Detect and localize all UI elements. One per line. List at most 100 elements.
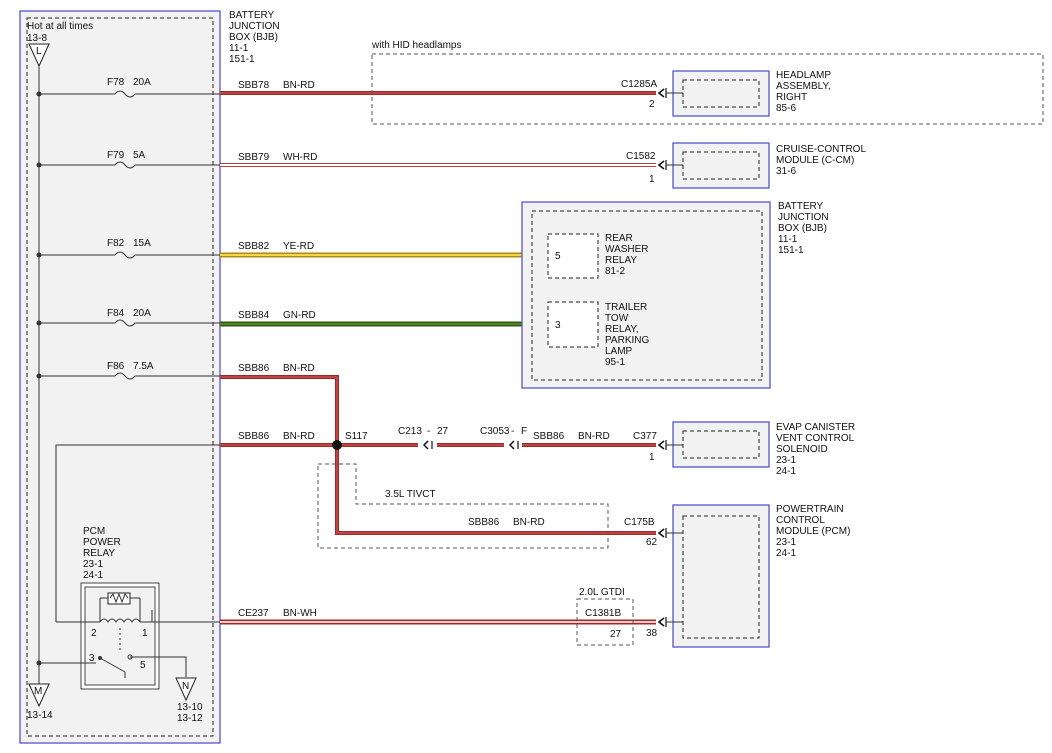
relay-pin-1: 1 xyxy=(142,628,148,639)
wire-sbb84: SBB84 GN-RD xyxy=(220,310,548,327)
pcm-relay-title-3: RELAY xyxy=(83,548,115,559)
wire-sbb78: SBB78 BN-RD xyxy=(220,80,656,95)
wire-sbb86-b-circuit: SBB86 xyxy=(238,431,270,442)
pcm-title-1: POWERTRAIN xyxy=(776,504,844,515)
fuse-f79: F79 5A xyxy=(39,150,220,169)
wire-sbb86-b-color: BN-RD xyxy=(283,431,315,442)
fuse-f82-rating: 15A xyxy=(133,238,151,249)
wire-sbb86-c-color: BN-RD xyxy=(578,431,610,442)
fuse-f86: F86 7.5A xyxy=(39,361,220,380)
fuse-f86-rating: 7.5A xyxy=(133,361,154,372)
c213-name: C213 xyxy=(398,426,422,437)
c1381b-name: C1381B xyxy=(585,608,621,619)
m-ref: 13-14 xyxy=(27,710,53,721)
bjb2-title-5: 151-1 xyxy=(778,245,804,256)
fuse-f82-name: F82 xyxy=(107,238,125,249)
wire-ce237: CE237 BN-WH xyxy=(152,608,656,625)
c1582-name: C1582 xyxy=(626,151,656,162)
trailer-tow-title-1: TRAILER xyxy=(605,302,647,313)
wire-sbb86-a-color: BN-RD xyxy=(283,363,315,374)
headlamp-title-4: 85-6 xyxy=(776,103,796,114)
bjb-title-3: BOX (BJB) xyxy=(229,32,278,43)
ccm-title-1: CRUISE-CONTROL xyxy=(776,144,866,155)
trailer-tow-title-6: 95-1 xyxy=(605,357,625,368)
rear-washer-title-3: RELAY xyxy=(605,255,637,266)
wire-sbb79: SBB79 WH-RD xyxy=(220,152,656,167)
wire-sbb86-c-circuit: SBB86 xyxy=(533,431,565,442)
fuse-f86-name: F86 xyxy=(107,361,125,372)
pin38-label: 38 xyxy=(646,628,658,639)
hid-note: with HID headlamps xyxy=(371,40,461,51)
bjb-title-5: 151-1 xyxy=(229,54,255,65)
evap-solenoid xyxy=(666,421,770,468)
wire-sbb84-circuit: SBB84 xyxy=(238,310,270,321)
relay-pin-2: 2 xyxy=(91,628,97,639)
pcm-module xyxy=(666,504,770,648)
gtdi-region xyxy=(576,598,634,646)
wire-sbb79-color: WH-RD xyxy=(283,152,317,163)
c3053-pin: F xyxy=(521,426,527,437)
tivct-note: 3.5L TIVCT xyxy=(385,489,436,500)
evap-title-3: SOLENOID xyxy=(776,444,828,455)
hot-label: Hot at all times xyxy=(27,21,93,32)
pcm-relay-title-5: 24-1 xyxy=(83,570,103,581)
c1285a-name: C1285A xyxy=(621,79,657,90)
connector-c3053: C3053 - F xyxy=(480,426,527,450)
bjb-inner-dash xyxy=(26,17,214,737)
n-ref-1: 13-10 xyxy=(177,702,203,713)
hot-ref: 13-8 xyxy=(27,33,47,44)
fuse-f82: F82 15A xyxy=(39,238,220,259)
m-label: M xyxy=(34,686,42,697)
rear-washer-title-2: WASHER xyxy=(605,244,649,255)
arrow-c1582: C1582 1 xyxy=(626,151,667,185)
wire-sbb86-d-color: BN-RD xyxy=(513,517,545,528)
pcm-title-4: 23-1 xyxy=(776,537,796,548)
cruise-control-module xyxy=(666,142,770,189)
relay-feed-line xyxy=(55,444,220,622)
c1582-pin: 1 xyxy=(649,174,655,185)
fuse-f79-rating: 5A xyxy=(133,150,146,161)
bjb-title-2: JUNCTION xyxy=(229,21,280,32)
pcm-relay-title-1: PCM xyxy=(83,526,105,537)
c377-name: C377 xyxy=(633,431,657,442)
rear-washer-title-4: 81-2 xyxy=(605,266,625,277)
wire-sbb86-main: SBB86 BN-RD SBB86 BN-RD xyxy=(220,363,656,535)
trailer-tow-title-3: RELAY, xyxy=(605,324,639,335)
wire-sbb82: SBB82 YE-RD xyxy=(220,241,548,258)
wire-sbb79-circuit: SBB79 xyxy=(238,152,270,163)
bjb-title-4: 11-1 xyxy=(229,43,249,54)
bjb2-title-2: JUNCTION xyxy=(778,212,829,223)
headlamp-title-3: RIGHT xyxy=(776,92,807,103)
c175b-pin: 62 xyxy=(646,537,658,548)
l-label: L xyxy=(36,46,42,57)
wire-ce237-color: BN-WH xyxy=(283,608,317,619)
wire-sbb86-evap: SBB86 BN-RD SBB86 BN-RD xyxy=(220,431,656,447)
evap-title-4: 23-1 xyxy=(776,455,796,466)
fuse-f84-rating: 20A xyxy=(133,308,151,319)
c1285a-pin: 2 xyxy=(649,99,655,110)
splice-s117-dot xyxy=(332,440,342,450)
c175b-name: C175B xyxy=(624,517,655,528)
c213-pin: 27 xyxy=(437,426,449,437)
headlamp-title-1: HEADLAMP xyxy=(776,70,831,81)
trailer-tow-relay: 3 xyxy=(547,301,599,348)
tivct-region xyxy=(317,463,609,549)
relay-pin-5: 5 xyxy=(140,660,146,671)
c377-pin: 1 xyxy=(649,452,655,463)
fuse-f78: F78 20A xyxy=(39,77,220,98)
ccm-title-3: 31-6 xyxy=(776,166,796,177)
wire-sbb82-color: YE-RD xyxy=(283,241,314,252)
pcm-title-2: CONTROL xyxy=(776,515,825,526)
n-ref-2: 13-12 xyxy=(177,713,203,724)
n-triangle-icon xyxy=(175,677,197,702)
connector-c213: C213 - 27 xyxy=(398,426,449,450)
wire-sbb78-circuit: SBB78 xyxy=(238,80,270,91)
trailer-tow-title-4: PARKING xyxy=(605,335,649,346)
relay-pin-3: 3 xyxy=(89,653,95,664)
wire-sbb84-color: GN-RD xyxy=(283,310,316,321)
wire-ce237-circuit: CE237 xyxy=(238,608,269,619)
trailer-tow-title-2: TOW xyxy=(605,313,629,324)
gtdi-note: 2.0L GTDI xyxy=(579,587,625,598)
fuse-f84: F84 20A xyxy=(39,308,220,327)
